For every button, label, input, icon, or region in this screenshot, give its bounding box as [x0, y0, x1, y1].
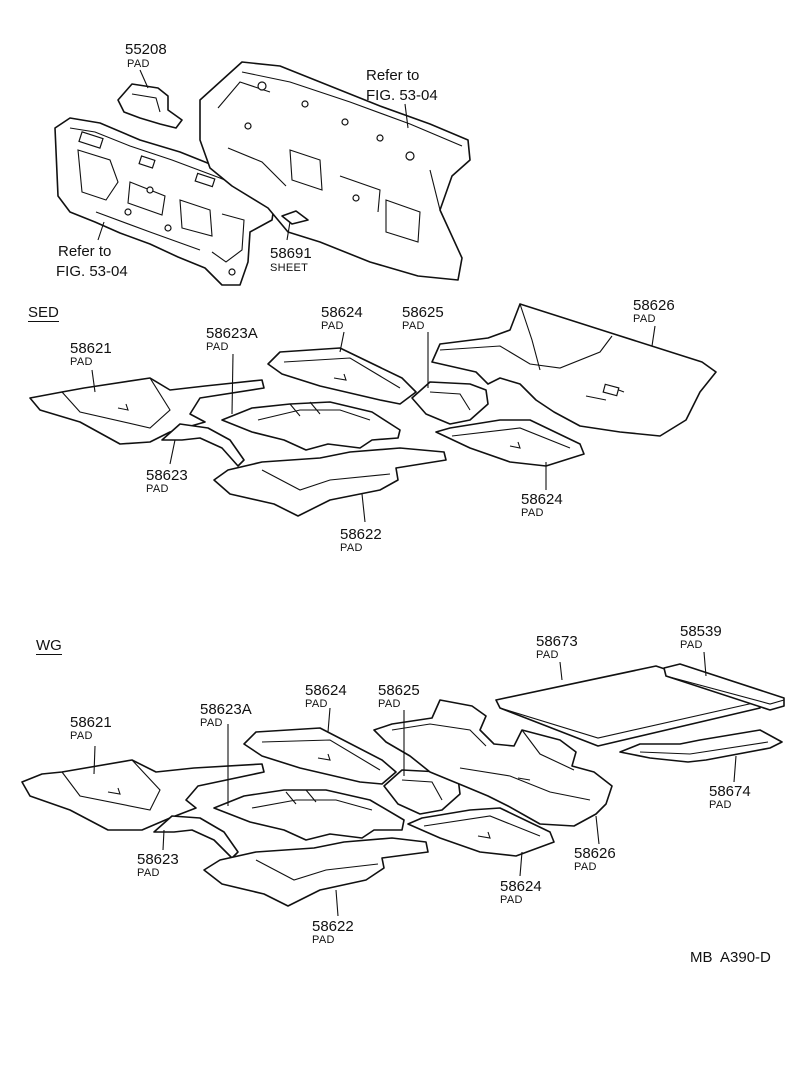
wg-part-type-58673: PAD — [536, 649, 559, 661]
wg-58623A-part — [213, 789, 405, 841]
wg-58623-part — [153, 815, 239, 859]
sed-part-number-58622: 58622 — [340, 526, 382, 543]
leader-lines — [91, 69, 737, 917]
wg-part-type-58623: PAD — [137, 867, 160, 879]
wg-part-number-58622: 58622 — [312, 918, 354, 935]
sed-58621-part — [29, 377, 265, 445]
wg-part-type-58623A: PAD — [200, 717, 223, 729]
part-number-55208: 55208 — [125, 41, 167, 58]
wg-part-number-58623: 58623 — [137, 851, 179, 868]
sed-part-number-58625: 58625 — [402, 304, 444, 321]
sed-part-number-58624-a: 58624 — [321, 304, 363, 321]
section-label-wg: WG — [36, 637, 62, 655]
section-label-sed: SED — [28, 304, 59, 322]
sed-part-type-58621: PAD — [70, 356, 93, 368]
sed-part-number-58623: 58623 — [146, 467, 188, 484]
wg-part-number-58625: 58625 — [378, 682, 420, 699]
wg-58673-part — [495, 665, 761, 747]
wg-part-type-58621: PAD — [70, 730, 93, 742]
wg-58625-part — [383, 769, 461, 815]
wg-part-number-58626: 58626 — [574, 845, 616, 862]
sed-part-number-58624-b: 58624 — [521, 491, 563, 508]
refer-fig-label-1: FIG. 53-04 — [366, 87, 438, 104]
wg-part-number-58674: 58674 — [709, 783, 751, 800]
refer-fig-label-2: FIG. 53-04 — [56, 263, 128, 280]
refer-to-label-2: Refer to — [58, 243, 112, 260]
cowl-panel-right — [199, 61, 471, 281]
sed-58624b-part — [435, 419, 585, 467]
wg-part-number-58624-b: 58624 — [500, 878, 542, 895]
sed-58624a-part — [267, 347, 417, 405]
part-number-58691: 58691 — [270, 245, 312, 262]
sed-58622-part — [213, 447, 447, 517]
sed-part-type-58624-b: PAD — [521, 507, 544, 519]
sed-58626-part — [431, 303, 717, 437]
sed-part-type-58622: PAD — [340, 542, 363, 554]
wg-58626-part — [373, 699, 613, 827]
wg-58621-part — [21, 759, 265, 831]
sed-part-number-58623A: 58623A — [206, 325, 258, 342]
wg-part-number-58624-a: 58624 — [305, 682, 347, 699]
wg-part-type-58539: PAD — [680, 639, 703, 651]
sed-58623-part — [161, 423, 245, 467]
sed-part-type-58626: PAD — [633, 313, 656, 325]
pad-55208-part — [117, 83, 183, 129]
wg-part-number-58623A: 58623A — [200, 701, 252, 718]
wg-58674-part — [619, 729, 783, 763]
wg-part-type-58626: PAD — [574, 861, 597, 873]
sed-part-number-58626: 58626 — [633, 297, 675, 314]
wg-part-type-58674: PAD — [709, 799, 732, 811]
wg-part-number-58539: 58539 — [680, 623, 722, 640]
sheet-58691-part — [281, 210, 309, 225]
wg-part-type-58625: PAD — [378, 698, 401, 710]
wg-58624b-part — [407, 807, 555, 857]
sed-part-type-58625: PAD — [402, 320, 425, 332]
sed-58625-part — [411, 381, 489, 425]
sed-58623A-part — [221, 401, 401, 451]
wg-part-type-58622: PAD — [312, 934, 335, 946]
wg-58539-part — [663, 663, 785, 711]
wg-part-number-58621: 58621 — [70, 714, 112, 731]
refer-to-label-1: Refer to — [366, 67, 420, 84]
sed-part-type-58623: PAD — [146, 483, 169, 495]
wg-part-type-58624-b: PAD — [500, 894, 523, 906]
wg-58624a-part — [243, 727, 397, 785]
wg-part-type-58624-a: PAD — [305, 698, 328, 710]
sed-part-type-58624-a: PAD — [321, 320, 344, 332]
dash-panel-left — [54, 117, 276, 286]
sed-part-number-58621: 58621 — [70, 340, 112, 357]
wg-part-number-58673: 58673 — [536, 633, 578, 650]
part-type-58691: SHEET — [270, 262, 309, 274]
sed-part-type-58623A: PAD — [206, 341, 229, 353]
part-type-55208: PAD — [127, 58, 150, 70]
diagram-code: MB A390-D — [690, 949, 771, 966]
wg-58622-part — [203, 837, 429, 907]
